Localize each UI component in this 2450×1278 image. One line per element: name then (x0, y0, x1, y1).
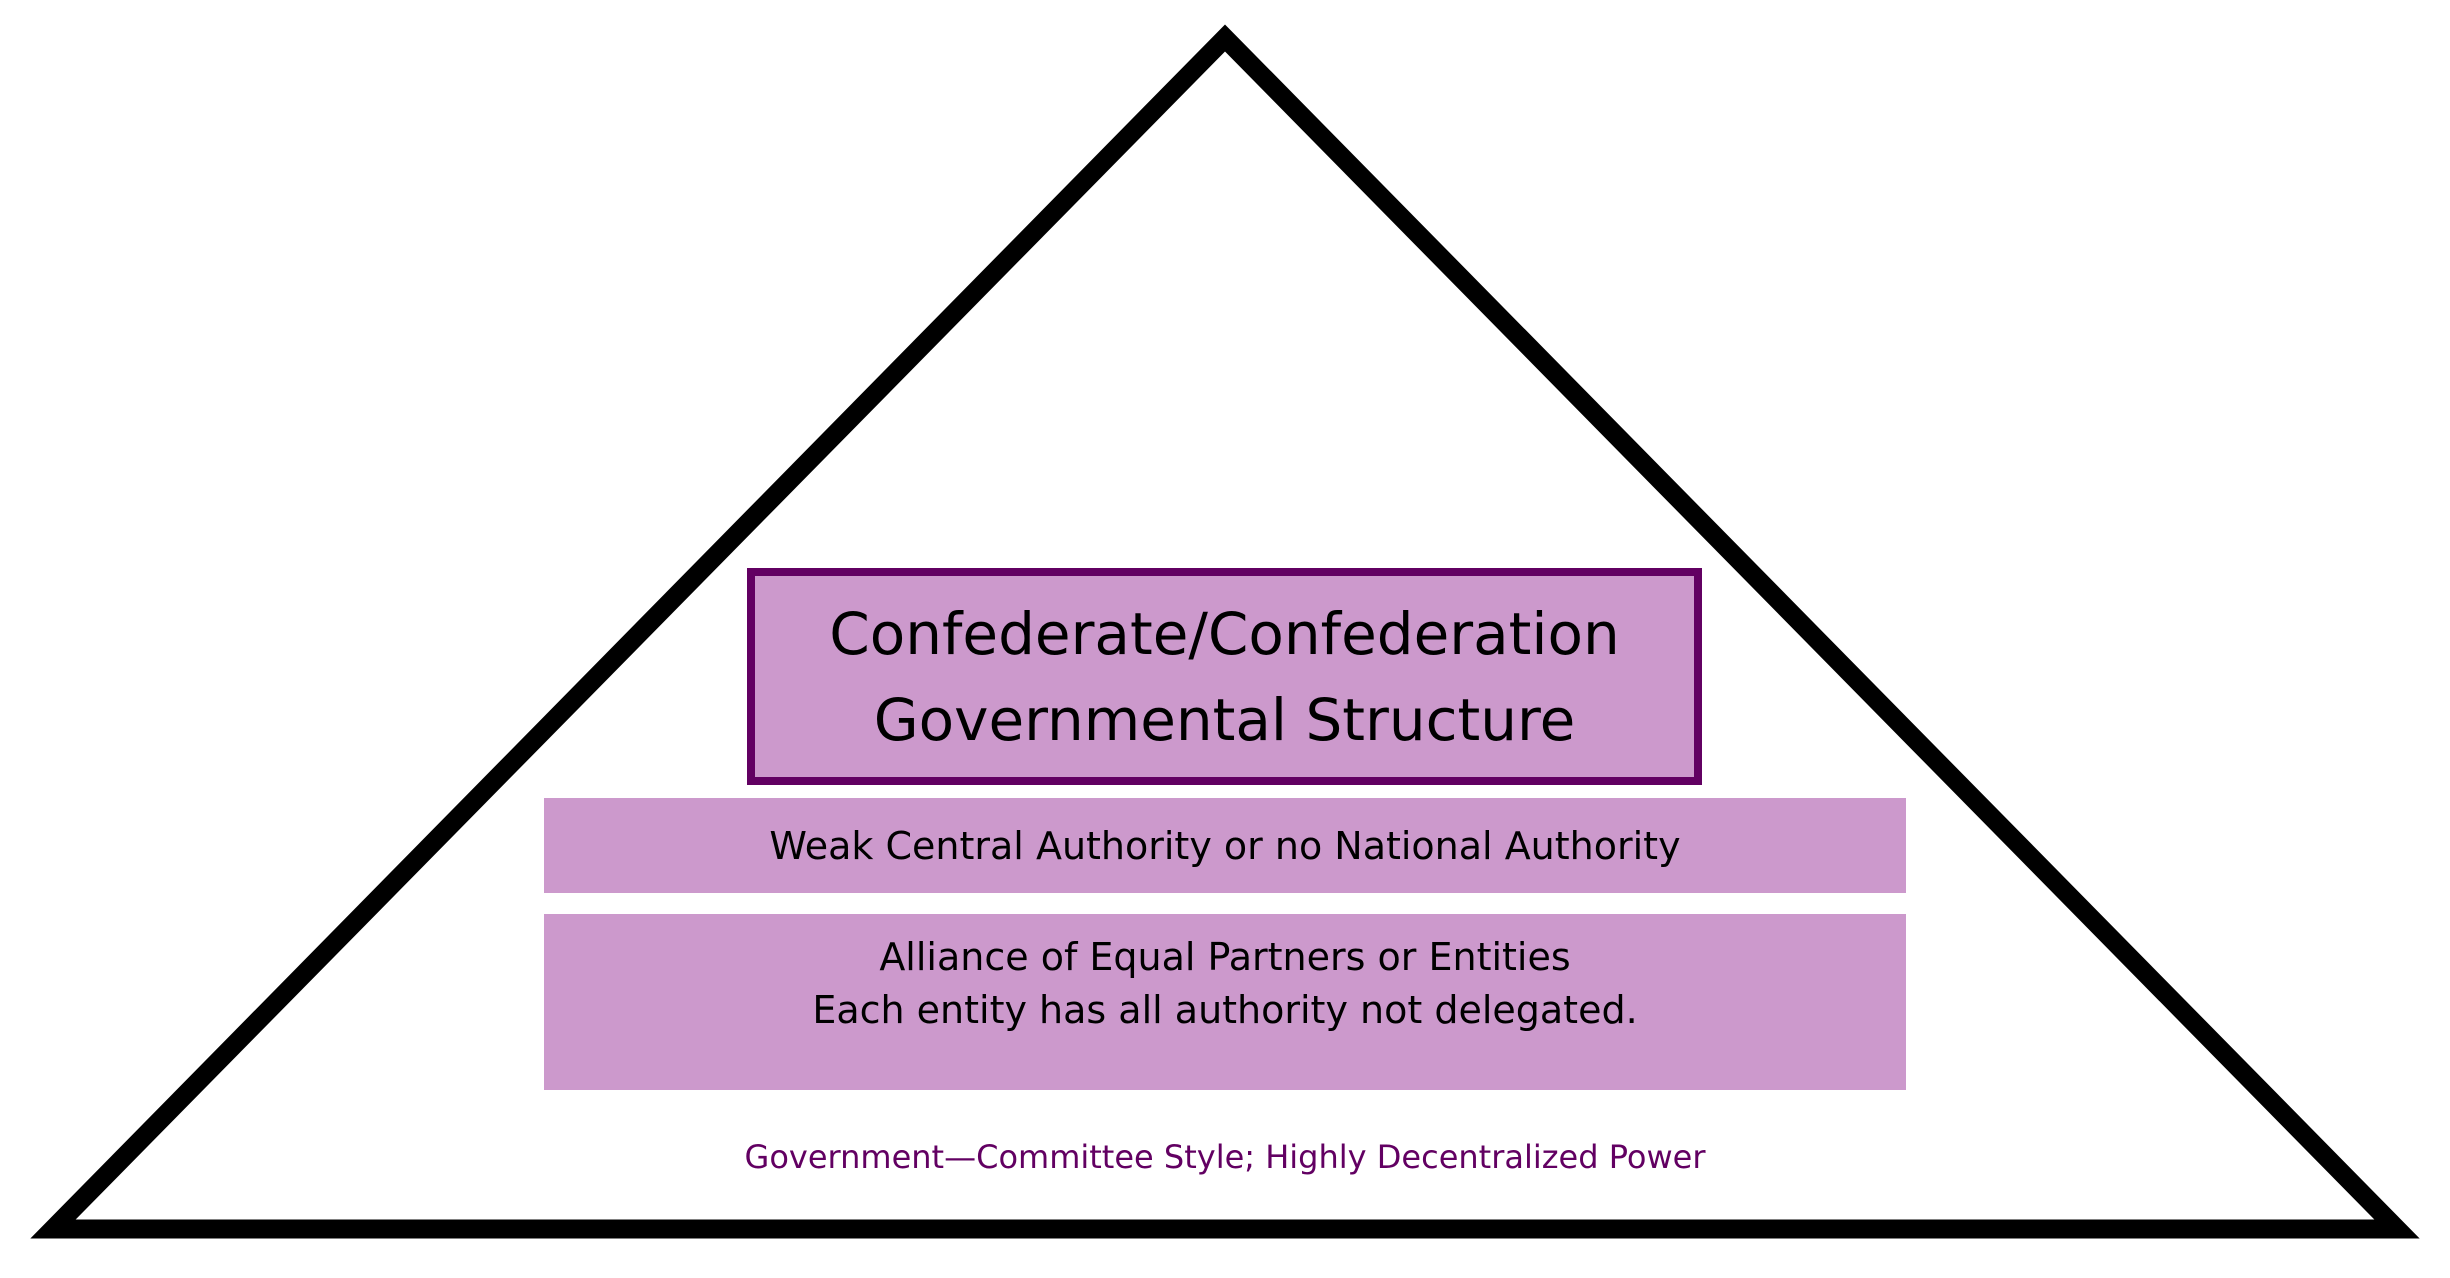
pyramid-outline (30, 24, 2420, 1239)
alliance-line-2: Each entity has all authority not delega… (812, 988, 1638, 1032)
alliance-line-1: Alliance of Equal Partners or Entities (879, 935, 1571, 979)
title-line-2: Governmental Structure (873, 685, 1576, 754)
central-authority-text: Weak Central Authority or no National Au… (769, 823, 1681, 868)
central-authority-bar: Weak Central Authority or no National Au… (544, 798, 1906, 893)
title-line-1: Confederate/Confederation (829, 599, 1620, 668)
government-style-caption: Government—Committee Style; Highly Decen… (744, 1138, 1706, 1176)
structure-title-box: Confederate/Confederation Governmental S… (747, 568, 1702, 785)
alliance-bar: Alliance of Equal Partners or Entities E… (544, 914, 1906, 1090)
